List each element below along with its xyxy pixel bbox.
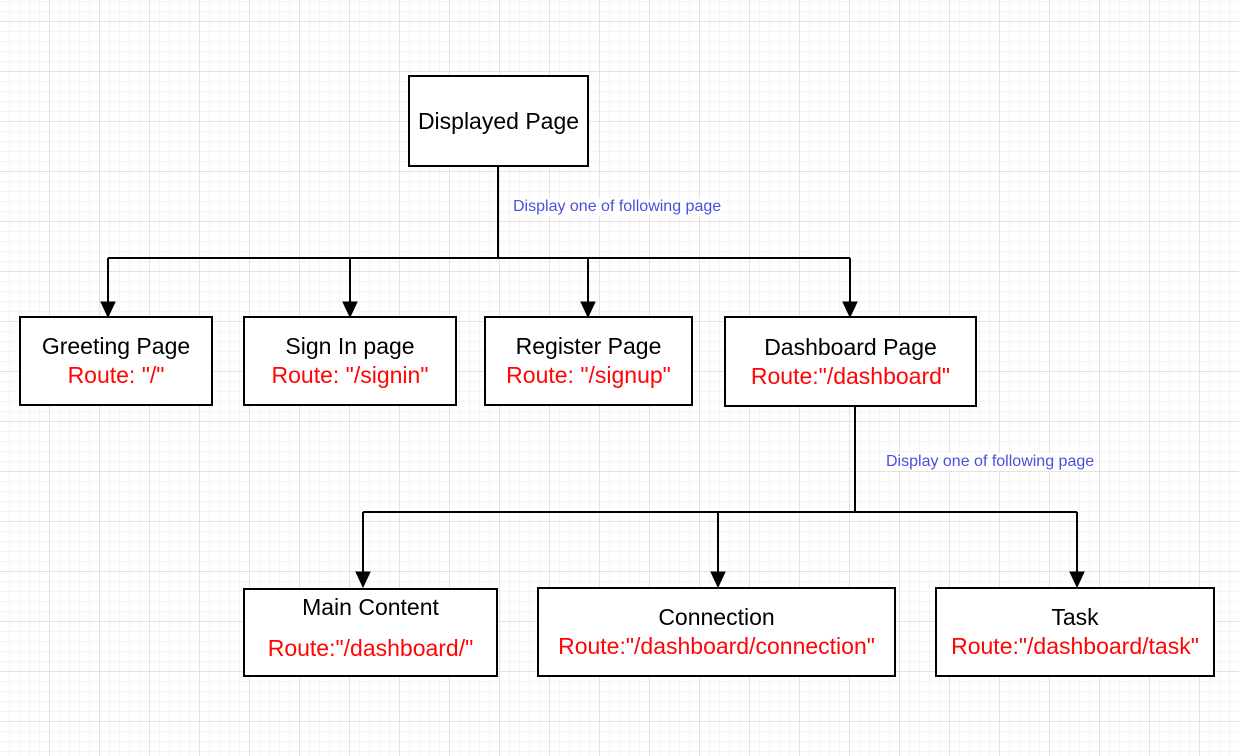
- node-greeting-page[interactable]: Greeting Page Route: "/": [19, 316, 213, 406]
- edge-dashboard-to-subpages[interactable]: [355, 407, 1085, 589]
- node-title: Displayed Page: [417, 107, 580, 134]
- node-title: Sign In page: [285, 333, 415, 359]
- node-route: Route:"/dashboard/task": [951, 633, 1199, 659]
- edge-displayed-to-pages[interactable]: [100, 167, 858, 319]
- node-route: Route: "/signup": [506, 362, 671, 388]
- node-register-page[interactable]: Register Page Route: "/signup": [484, 316, 693, 406]
- node-title: Dashboard Page: [764, 333, 937, 360]
- node-main-content[interactable]: Main Content Route:"/dashboard/": [243, 588, 498, 677]
- node-connection[interactable]: Connection Route:"/dashboard/connection": [537, 587, 896, 677]
- node-route: Route:"/dashboard/": [267, 635, 474, 661]
- node-title: Connection: [658, 604, 775, 630]
- node-title: Greeting Page: [41, 333, 191, 359]
- node-route: Route: "/": [67, 362, 165, 388]
- node-route: Route:"/dashboard": [750, 362, 951, 389]
- node-title: Task: [1051, 604, 1099, 630]
- node-task[interactable]: Task Route:"/dashboard/task": [935, 587, 1215, 677]
- node-title: Main Content: [302, 594, 439, 620]
- edge-label-branch1[interactable]: Display one of following page: [511, 198, 724, 216]
- edge-label-branch2[interactable]: Display one of following page: [884, 453, 1097, 471]
- node-route: Route: "/signin": [271, 362, 429, 388]
- node-title: Register Page: [515, 333, 662, 359]
- node-displayed-page[interactable]: Displayed Page: [408, 75, 589, 167]
- node-dashboard-page[interactable]: Dashboard Page Route:"/dashboard": [724, 316, 977, 407]
- node-sign-in-page[interactable]: Sign In page Route: "/signin": [243, 316, 457, 406]
- node-route: Route:"/dashboard/connection": [558, 633, 875, 659]
